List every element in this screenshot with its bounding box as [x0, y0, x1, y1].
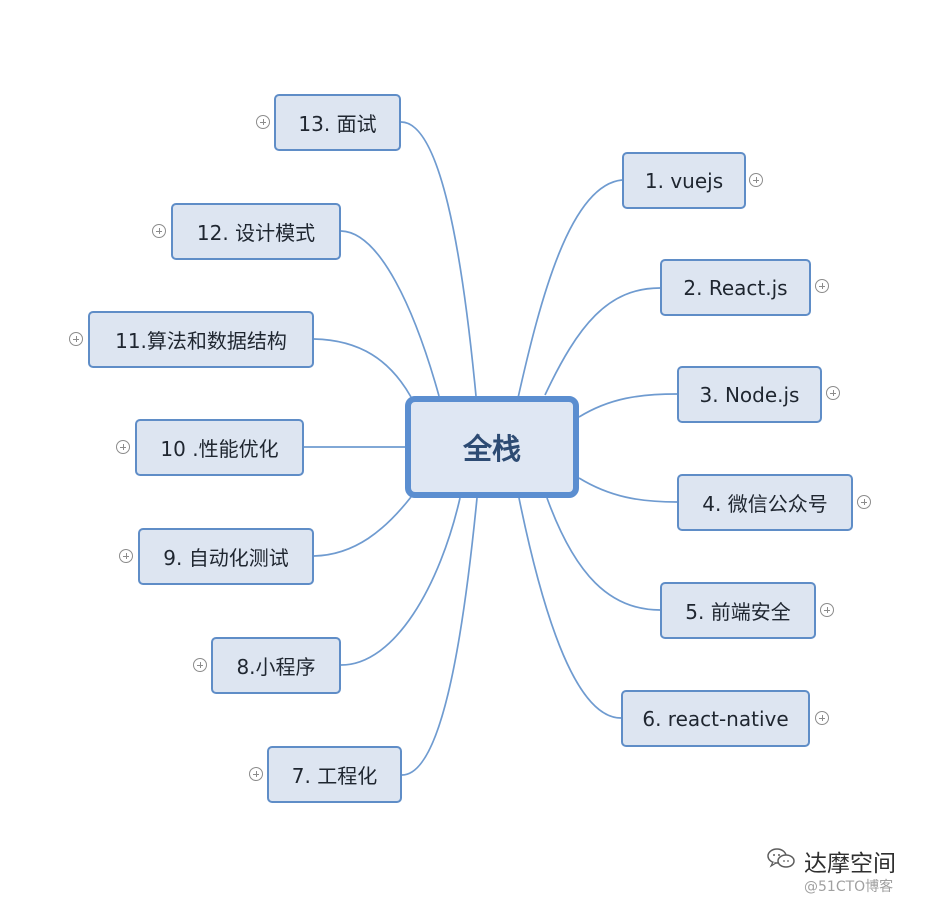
connector-branch-5	[546, 497, 661, 611]
expand-plus-icon[interactable]	[256, 115, 270, 129]
branch-node-react-native[interactable]: 6. react-native	[621, 690, 810, 747]
central-topic[interactable]: 全栈	[405, 396, 579, 498]
branch-node-vuejs[interactable]: 1. vuejs	[622, 152, 746, 209]
expand-plus-icon[interactable]	[69, 332, 83, 346]
connector-branch-11	[313, 338, 412, 398]
connector-branch-12	[340, 230, 440, 397]
connector-branch-4	[578, 477, 678, 503]
expand-plus-icon[interactable]	[815, 711, 829, 725]
connector-branch-6	[518, 497, 622, 719]
expand-plus-icon[interactable]	[857, 495, 871, 509]
branch-node-wechat-official-account[interactable]: 4. 微信公众号	[677, 474, 853, 531]
branch-node-engineering[interactable]: 7. 工程化	[267, 746, 402, 803]
expand-plus-icon[interactable]	[152, 224, 166, 238]
wechat-icon	[767, 848, 795, 868]
expand-plus-icon[interactable]	[119, 549, 133, 563]
branch-node-algorithms-data-structures[interactable]: 11.算法和数据结构	[88, 311, 314, 368]
watermark-account-name: 达摩空间	[804, 851, 896, 877]
expand-plus-icon[interactable]	[116, 440, 130, 454]
branch-node-frontend-security[interactable]: 5. 前端安全	[660, 582, 816, 639]
connector-branch-2	[544, 287, 661, 396]
branch-node-interview[interactable]: 13. 面试	[274, 94, 401, 151]
branch-node-automation-testing[interactable]: 9. 自动化测试	[138, 528, 314, 585]
connector-branch-13	[400, 121, 477, 397]
expand-plus-icon[interactable]	[249, 767, 263, 781]
expand-plus-icon[interactable]	[193, 658, 207, 672]
connector-branch-1	[517, 179, 623, 399]
connector-branch-3	[578, 393, 678, 418]
branch-node-nodejs[interactable]: 3. Node.js	[677, 366, 822, 423]
branch-node-reactjs[interactable]: 2. React.js	[660, 259, 811, 316]
expand-plus-icon[interactable]	[820, 603, 834, 617]
connector-branch-9	[313, 496, 412, 557]
watermark-source: @51CTO博客	[804, 879, 894, 895]
branch-node-mini-program[interactable]: 8.小程序	[211, 637, 341, 694]
connector-branch-8	[340, 497, 461, 666]
expand-plus-icon[interactable]	[826, 386, 840, 400]
branch-node-design-patterns[interactable]: 12. 设计模式	[171, 203, 341, 260]
expand-plus-icon[interactable]	[815, 279, 829, 293]
branch-node-performance-optimization[interactable]: 10 .性能优化	[135, 419, 304, 476]
connector-branch-7	[401, 497, 478, 776]
expand-plus-icon[interactable]	[749, 173, 763, 187]
